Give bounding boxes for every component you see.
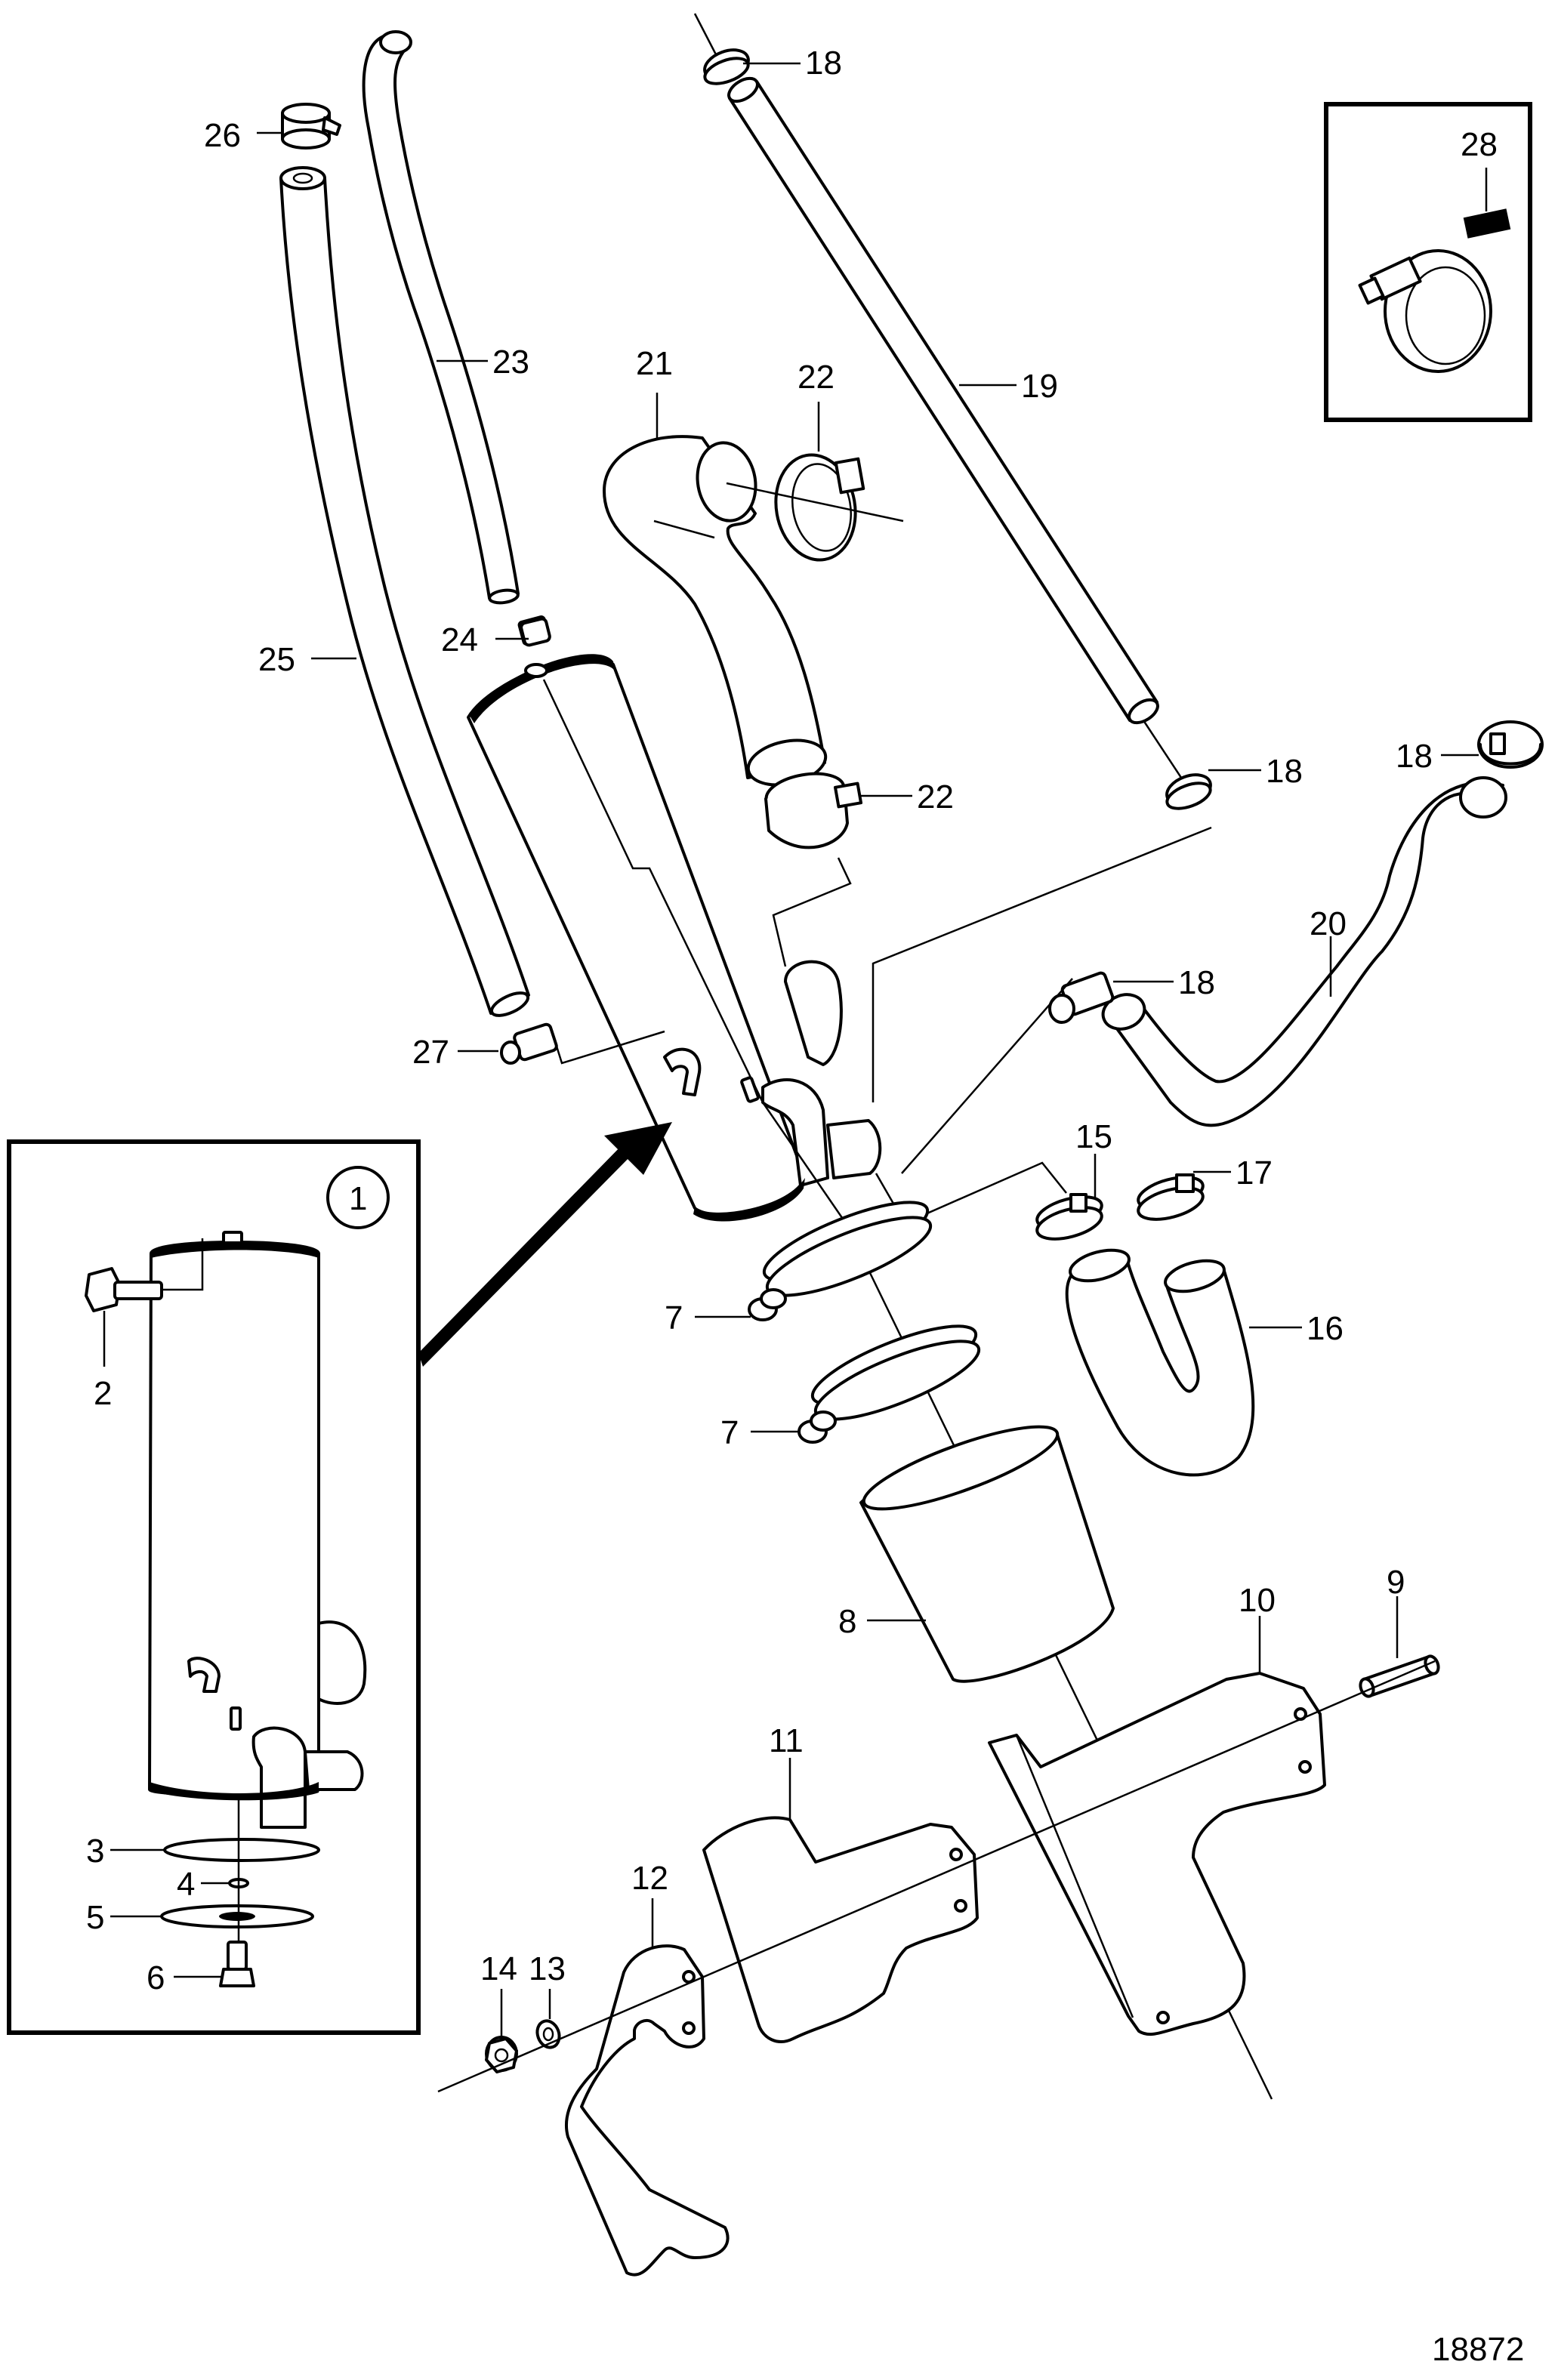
inset-callout-1: 1 [349,1180,367,1217]
flange-5 [160,1904,314,1928]
clamp-18-top [703,48,750,85]
inset-28-clamp-detail [1324,102,1532,422]
hose-21 [603,435,828,787]
washer-13 [535,2019,561,2049]
hose-25 [279,166,530,1017]
connection-line-16 [875,1161,1067,1225]
clamp-22-upper [726,453,904,562]
callout-15: 15 [1075,1118,1112,1155]
callout-20: 20 [1310,905,1347,942]
nut-14 [485,2036,518,2073]
callout-16: 16 [1307,1310,1344,1347]
clamp-26 [281,103,341,150]
callout-6: 6 [147,1959,165,1996]
band-clamp-7-lower [798,1324,981,1444]
callout-14: 14 [480,1950,517,1987]
hose-clamp-28 [1358,208,1511,373]
callout-10: 10 [1239,1582,1276,1619]
callout-18-hose20-lower: 18 [1178,964,1215,1001]
callout-19: 19 [1021,368,1058,405]
callout-5: 5 [86,1899,104,1936]
clamp-15 [1035,1193,1103,1241]
callout-9: 9 [1387,1564,1405,1601]
gasket-3 [163,1838,320,1862]
clamp-22-lower [764,772,863,967]
callout-27: 27 [412,1034,449,1071]
callout-labels: 18 26 23 21 22 19 28 24 25 18 18 22 20 1… [86,45,1524,2368]
callout-18-hose19: 18 [1266,753,1303,790]
callout-11: 11 [769,1722,804,1759]
callout-25: 25 [258,641,295,678]
callout-24: 24 [441,621,478,658]
callout-7-lower: 7 [720,1414,739,1451]
callout-7-upper: 7 [665,1299,683,1336]
bolt-6 [219,1941,255,1987]
callout-18-hose20-top: 18 [1396,738,1433,775]
nipple-27 [500,1022,665,1065]
clamp-18-hose19-lower [1165,773,1212,810]
bracket-12 [564,1944,730,2277]
connection-line-19 [872,826,1212,1102]
callout-28: 28 [1461,126,1498,163]
callout-2: 2 [94,1375,112,1412]
sleeve-8 [859,1425,1115,1683]
heat-shield-11 [702,1816,979,2043]
callout-22-lower: 22 [917,778,954,815]
clamp-17 [1137,1173,1205,1221]
callout-13: 13 [529,1950,566,1987]
hose-20 [1101,776,1507,1127]
band-clamp-7-upper [748,1201,933,1321]
bracket-10 [988,1672,1326,2036]
callout-21: 21 [636,345,673,382]
inset-1-muffler-detail [7,1139,421,2035]
hose-16 [1065,1248,1255,1477]
figure-id: 18872 [1432,2331,1524,2368]
inset-pointer-arrow [418,1122,672,1367]
callout-8: 8 [838,1603,856,1640]
muffler-assembly [467,615,882,1222]
clamp-18-hose20-lower [901,971,1115,1174]
hose-19 [693,13,1189,788]
callout-4: 4 [177,1866,195,1903]
inset-callout-circle [326,1166,390,1229]
callout-17: 17 [1236,1155,1273,1192]
callout-26: 26 [204,117,241,154]
callout-3: 3 [86,1833,104,1870]
clamp-18-hose20-top [1477,720,1544,769]
hose-23 [362,30,520,605]
callout-23: 23 [492,344,529,381]
callout-18-top: 18 [805,45,842,82]
nipple-24 [520,617,551,647]
bolt-axis-line [437,1660,1436,2093]
callout-22-upper: 22 [798,359,835,396]
callout-12: 12 [631,1860,668,1897]
